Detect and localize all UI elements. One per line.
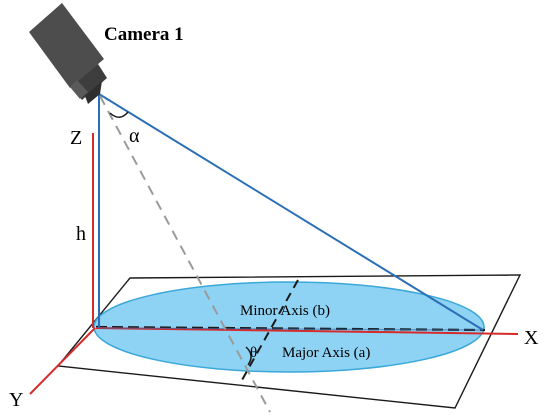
x-axis-label: X (524, 327, 539, 349)
alpha-label: α (129, 125, 140, 147)
theta-angle-arc (245, 346, 252, 366)
alpha-angle-arc (109, 111, 129, 118)
camera-label: Camera 1 (104, 24, 184, 45)
minor-axis-label: Minor Axis (b) (240, 303, 330, 319)
height-label: h (76, 223, 86, 245)
y-axis-line (29, 327, 96, 395)
minor-axis-line (241, 279, 299, 381)
ground-plane (56, 274, 522, 409)
optical-axis-line (99, 95, 271, 413)
major-axis-label: Major Axis (a) (282, 345, 370, 361)
x-axis-line (95, 327, 519, 335)
view-ray-far (98, 93, 484, 331)
z-axis-label: Z (70, 127, 82, 149)
theta-label: θ (250, 345, 257, 361)
camera-icon (29, 3, 107, 104)
y-axis-label: Y (9, 389, 23, 411)
view-ray-edge (98, 327, 484, 331)
